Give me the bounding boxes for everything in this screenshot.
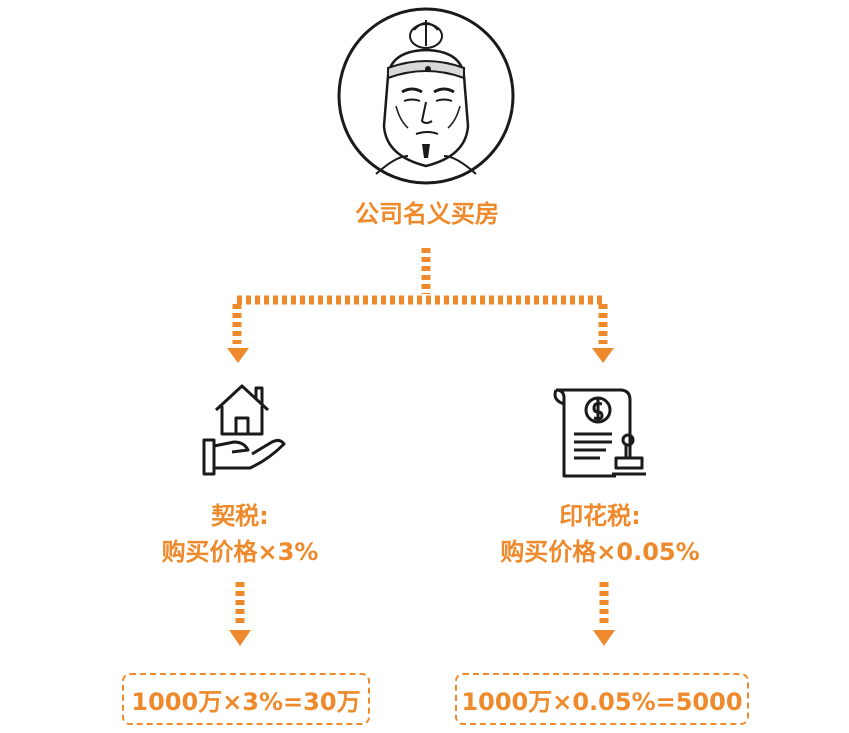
left-arrowhead-bottom xyxy=(229,630,251,646)
avatar xyxy=(337,7,515,185)
diagram-title: 公司名义买房 xyxy=(355,200,499,228)
right-result-text: 1000万×0.05%=5000 xyxy=(461,687,743,716)
left-tax-name: 契税: xyxy=(211,502,269,530)
right-arrowhead-bottom xyxy=(593,630,615,646)
left-result-box: 1000万×3%=30万 xyxy=(122,673,370,725)
right-arrowhead-top xyxy=(592,348,614,363)
stamped-document-icon xyxy=(553,388,646,478)
right-tax-name: 印花税: xyxy=(559,502,641,530)
left-result-text: 1000万×3%=30万 xyxy=(131,687,361,716)
right-result-box: 1000万×0.05%=5000 xyxy=(455,673,749,725)
left-arrowhead-top xyxy=(227,348,249,363)
right-tax-formula: 购买价格×0.05% xyxy=(500,538,700,566)
house-in-hand-icon xyxy=(202,384,286,476)
left-tax-formula: 购买价格×3% xyxy=(161,538,319,566)
